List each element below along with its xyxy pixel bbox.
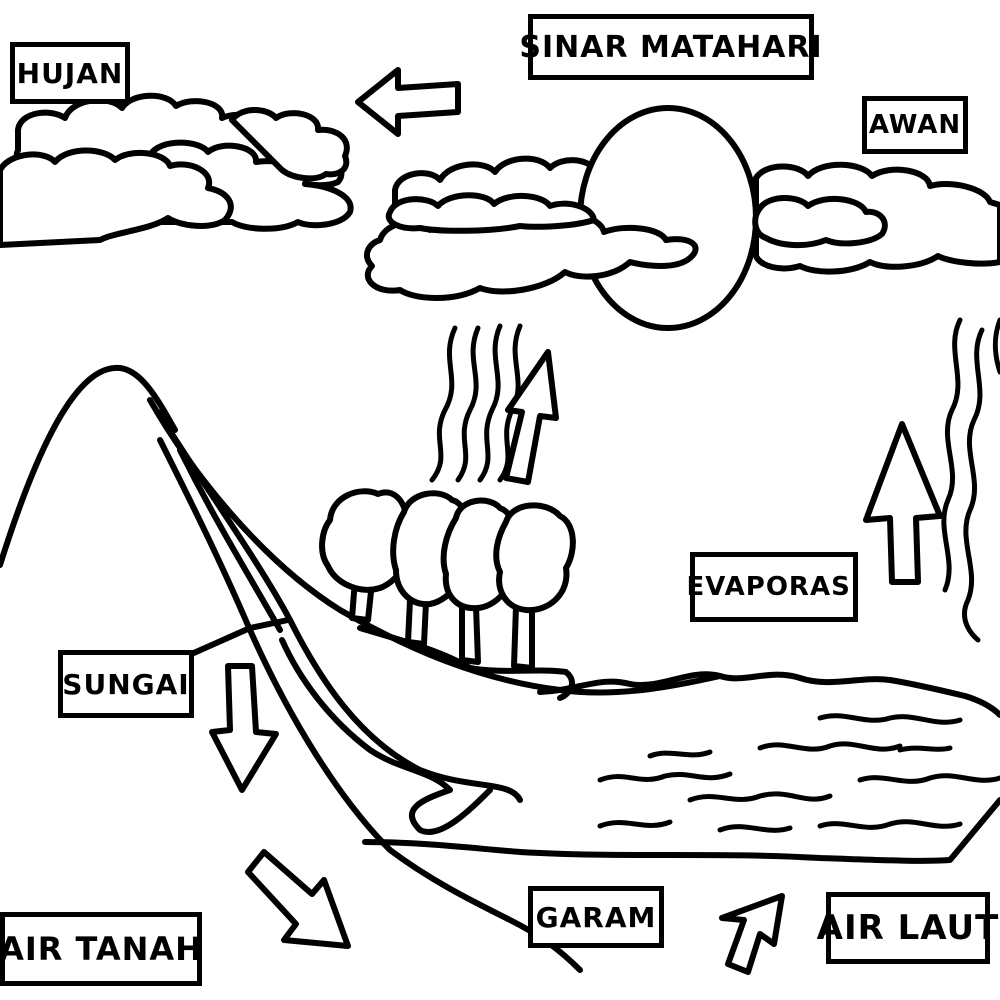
arrow-icon [863, 421, 943, 585]
cloud-center-front [363, 192, 699, 301]
evaporation-waves-center [429, 323, 523, 483]
sea-waves [597, 713, 1000, 833]
sea-shoreline [362, 797, 1000, 864]
cloud-icon [0, 147, 234, 248]
arrow-icon [245, 849, 351, 949]
sun-icon [577, 105, 759, 331]
tree-trunk [459, 601, 481, 665]
trees [319, 488, 576, 701]
arrow-icon [209, 663, 279, 793]
sungai-connector [175, 617, 291, 663]
river-bank-upper [147, 397, 723, 696]
label-sungai: SUNGAI [58, 650, 194, 718]
river-line-1 [177, 447, 283, 633]
label-air-laut: AIR LAUT [817, 892, 998, 964]
cloud-right [752, 161, 1000, 275]
cloud-icon [385, 192, 597, 234]
label-garam: GARAM [528, 886, 664, 948]
arrow-icon [719, 893, 785, 975]
cloud-icon [229, 107, 350, 182]
label-awan: AWAN [862, 96, 968, 154]
sea-icon [362, 671, 1000, 864]
grass-patch [357, 625, 575, 701]
cloud-icon [752, 195, 888, 248]
heat-wave-icon [477, 323, 503, 483]
label-hujan: HUJAN [10, 42, 130, 104]
tree-trunk [511, 603, 535, 671]
heat-wave-icon [941, 317, 963, 593]
heat-wave-icon [992, 317, 1000, 375]
heat-wave-icon [429, 325, 458, 483]
evaporation-waves-right [941, 317, 1000, 643]
mountain-and-river [0, 364, 723, 973]
label-air-tanah: AIR TANAH [0, 912, 202, 986]
river-bank-inner [155, 409, 523, 803]
rain-cloud-left [0, 92, 354, 248]
label-evaporasi: EVAPORASI [687, 552, 860, 622]
tree-icon [493, 502, 576, 614]
arrow-icon [355, 67, 461, 137]
heat-wave-icon [455, 325, 481, 483]
arrow-icon [503, 349, 559, 485]
heat-wave-icon [962, 327, 985, 643]
river-bank-lower [157, 437, 583, 973]
label-sinar-matahari: SINAR MATAHARI [519, 14, 822, 80]
mountain-icon [0, 364, 178, 568]
sea-surface-edge [537, 671, 1000, 718]
river-line-2 [279, 637, 493, 835]
